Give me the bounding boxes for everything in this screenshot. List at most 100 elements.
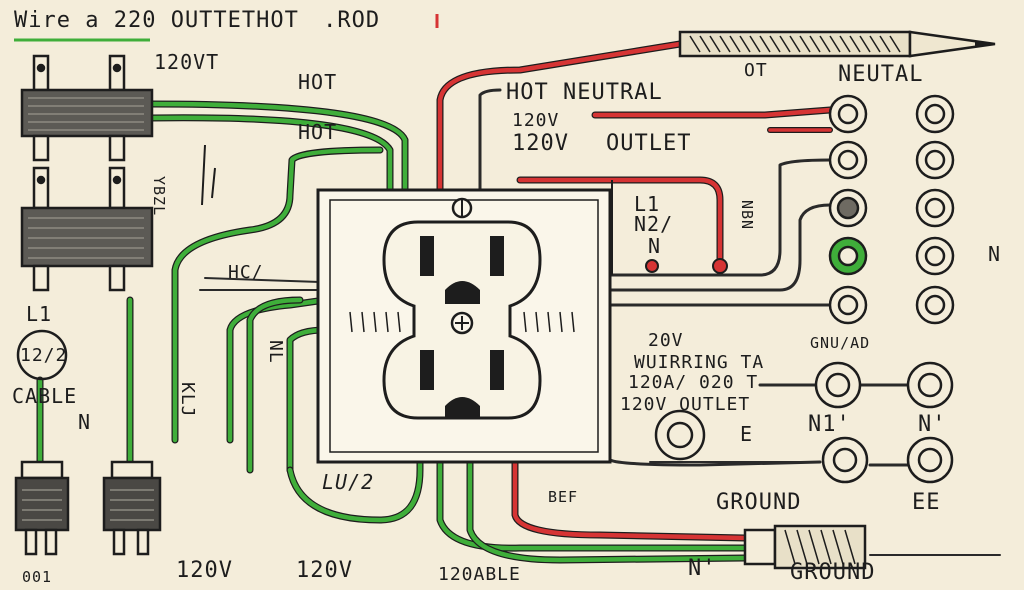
terminal-icon — [837, 294, 859, 316]
green-wire — [227, 297, 328, 443]
terminal-icon — [654, 409, 706, 461]
ground-terminal-icon — [837, 245, 859, 267]
label-lu2: LU/2 — [322, 470, 375, 494]
label-bottom-120v-a: 120V — [176, 558, 233, 583]
terminal-icon — [915, 285, 955, 325]
green-wire — [147, 101, 408, 193]
title-suffix: .ROD — [323, 8, 381, 33]
label-120v-b: 120V — [512, 131, 569, 156]
cable-connector — [743, 524, 867, 570]
label-n2: N2/ — [634, 212, 674, 236]
terminal-icon — [828, 285, 868, 325]
label-neutal: NEUTAL — [838, 62, 924, 87]
terminal-icon — [924, 103, 946, 125]
label-120vt: 120VT — [154, 50, 220, 74]
terminal-icon — [915, 140, 955, 180]
scribble-mark — [201, 144, 216, 206]
terminal-icon — [924, 149, 946, 171]
green-wire — [247, 297, 303, 473]
label-n-left: N — [78, 410, 92, 434]
terminal-icon — [924, 294, 946, 316]
label-n-mid: N — [648, 234, 662, 258]
plug-top — [20, 54, 154, 162]
terminal-icon — [917, 447, 943, 473]
terminal-icon — [906, 361, 954, 409]
terminal-icon — [917, 372, 943, 398]
terminal-icon — [924, 197, 946, 219]
label-ybzl: YBZL — [150, 176, 168, 217]
label-ot: OT — [744, 60, 768, 81]
terminal-icon — [906, 436, 954, 484]
outlet-box — [316, 188, 612, 464]
terminal-icon — [837, 149, 859, 171]
terminal-icon — [837, 103, 859, 125]
terminal-icon — [915, 94, 955, 134]
terminal-icon — [924, 245, 946, 267]
black-wire — [608, 158, 832, 277]
green-wire — [226, 296, 329, 444]
label-wirring: WUIRRING TA — [634, 352, 765, 373]
green-wire — [147, 115, 393, 195]
label-cable: CABLE — [12, 384, 78, 408]
red-wire — [437, 41, 683, 193]
black-wire — [608, 458, 822, 467]
title-text: Wire a 220 OUTTETHOT — [14, 8, 299, 33]
label-hc: HC/ — [228, 262, 264, 283]
plug-middle — [20, 166, 154, 292]
red-wire — [592, 107, 833, 118]
green-wire — [172, 147, 383, 443]
label-n-bottom: N' — [688, 556, 717, 581]
terminal-icon — [666, 421, 694, 449]
cable-size-circle — [16, 329, 68, 381]
label-nl: NL — [265, 340, 286, 364]
black-wire — [478, 88, 502, 192]
terminal-icon — [915, 188, 955, 228]
plug-bottom-left — [14, 460, 70, 556]
label-bee: BEF — [548, 488, 579, 506]
black-wire — [608, 203, 832, 292]
label-l1-left: L1 — [26, 302, 53, 326]
terminal-icon — [825, 372, 851, 398]
green-wire — [437, 457, 748, 551]
black-wire — [204, 277, 321, 283]
label-hot-b: HOT — [298, 120, 338, 144]
terminal-icon — [828, 140, 868, 180]
red-terminal-dot — [712, 258, 728, 274]
terminal-icon — [836, 196, 860, 220]
label-bottom-left: 001 — [22, 568, 53, 586]
label-bottom-120v-b: 120V — [296, 558, 353, 583]
red-terminal-dot — [645, 259, 659, 273]
terminal-icon — [828, 94, 868, 134]
label-amp: 120A/ 020 T — [628, 372, 759, 393]
label-ground: GROUND — [716, 490, 802, 515]
label-nbn: NBN — [738, 200, 756, 231]
label-n-prime: N' — [918, 412, 947, 437]
terminal-icon — [814, 361, 862, 409]
label-20v: 20V — [648, 330, 684, 351]
label-bottom-cable: 120ABLE — [438, 564, 521, 585]
label-hot-neutral: HOT NEUTRAL — [506, 80, 663, 105]
label-120v-outlet: 120V OUTLET — [620, 394, 751, 415]
terminal-icon — [821, 436, 869, 484]
label-120v-a: 120V — [512, 110, 560, 131]
terminal-icon — [832, 447, 858, 473]
label-ee: EE — [912, 490, 941, 515]
green-wire — [467, 457, 748, 563]
label-n1: N1' — [808, 412, 851, 437]
label-n-right: N — [988, 242, 1002, 266]
plug-bottom-right — [102, 460, 162, 556]
label-cable-size: 12/2 — [20, 345, 68, 366]
terminal-icon — [915, 236, 955, 276]
label-ground-top: GNU/AD — [810, 334, 871, 352]
label-hot-a: HOT — [298, 70, 338, 94]
red-wire — [517, 177, 723, 265]
green-wire — [287, 457, 423, 523]
label-klj: KLJ — [177, 382, 198, 418]
red-wire — [512, 457, 748, 541]
diagram-title: Wire a 220 OUTTETHOT .ROD — [14, 8, 380, 33]
label-l1-mid: L1 — [634, 192, 661, 216]
label-ground-bottom: GROUND — [790, 560, 876, 585]
pencil-icon — [678, 30, 996, 58]
